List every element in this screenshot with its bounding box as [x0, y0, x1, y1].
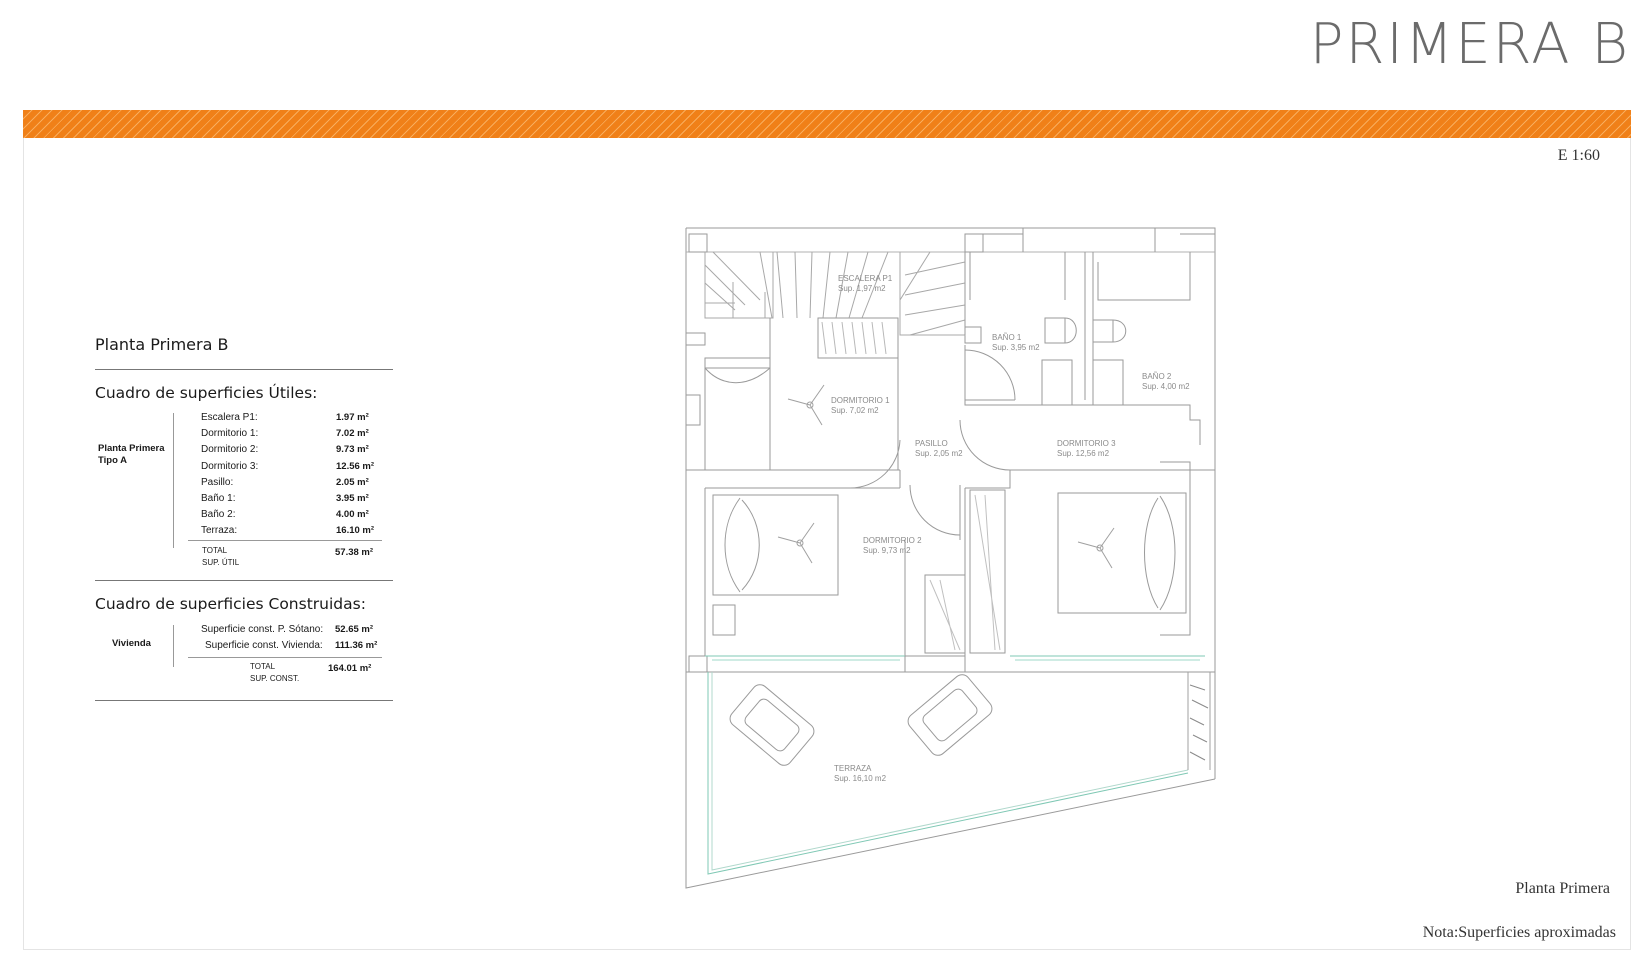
utiles-row-label: Baño 2: — [201, 509, 236, 521]
panel-title: Planta Primera B — [95, 335, 229, 354]
utiles-row-value: 4.00 m² — [336, 509, 369, 521]
lounge-chair — [907, 674, 993, 756]
page-title: PRIMERA B — [1309, 12, 1630, 77]
column — [688, 233, 708, 253]
utiles-row-value: 2.05 m² — [336, 476, 369, 488]
column — [964, 326, 982, 344]
ceiling-fan — [787, 384, 825, 426]
utiles-row-label: Dormitorio 1: — [201, 428, 259, 440]
room-area-label: Sup. 9,73 m2 — [863, 546, 911, 555]
ceiling-fan — [777, 522, 815, 564]
toilet — [1092, 319, 1114, 343]
room-name-label: DORMITORIO 1 — [831, 396, 890, 405]
utiles-total-label: TOTAL SUP. ÚTIL — [202, 546, 240, 567]
utiles-row-value: 12.56 m² — [336, 460, 375, 472]
planter — [1187, 672, 1211, 770]
construidas-row-label: Superficie const. P. Sótano: — [201, 624, 324, 635]
room-area-label: Sup. 12,56 m2 — [1057, 449, 1110, 458]
outer-wall — [685, 227, 1216, 889]
utiles-row-label: Pasillo: — [201, 476, 234, 488]
utiles-group-label: Planta Primera Tipo A — [98, 443, 165, 466]
utiles-row-value: 3.95 m² — [336, 493, 369, 504]
wardrobe — [817, 317, 899, 359]
scale-label: E 1:60 — [1557, 147, 1600, 164]
wardrobe — [969, 489, 1006, 654]
room-area-label: Sup. 4,00 m2 — [1142, 382, 1190, 391]
orange-header-band — [23, 110, 1631, 138]
utiles-row-value: 16.10 m² — [336, 525, 375, 537]
terrace-railing — [707, 672, 1189, 875]
utiles-heading: Cuadro de superficies Útiles: — [95, 384, 318, 402]
utiles-row-label: Dormitorio 2: — [201, 444, 259, 456]
door-swing — [909, 484, 961, 536]
construidas-row-label: Superficie const. Vivienda: — [205, 640, 323, 651]
ceiling-fan — [1077, 527, 1115, 569]
utiles-row-value: 1.97 m² — [336, 412, 369, 423]
door-swing — [849, 439, 901, 489]
room-name-label: DORMITORIO 2 — [863, 536, 922, 545]
construidas-row-value: 111.36 m² — [335, 640, 378, 651]
washbasin — [1092, 359, 1124, 406]
room-name-label: BAÑO 1 — [992, 333, 1022, 342]
door-swing — [959, 419, 1011, 471]
group-vertical-rule — [173, 625, 174, 667]
total-rule — [188, 540, 382, 541]
divider — [95, 580, 393, 581]
construidas-row-value: 52.65 m² — [335, 624, 374, 635]
room-name-label: BAÑO 2 — [1142, 372, 1172, 381]
staircase — [704, 251, 966, 336]
group-vertical-rule — [173, 413, 174, 548]
utiles-row-label: Baño 1: — [201, 493, 236, 504]
room-area-label: Sup. 7,02 m2 — [831, 406, 879, 415]
plan-caption: Planta Primera — [1515, 880, 1610, 897]
washbasin — [1041, 359, 1073, 406]
toilet — [1044, 317, 1066, 344]
construidas-total-value: 164.01 m² — [328, 663, 372, 674]
construidas-group-label: Vivienda — [112, 638, 151, 649]
utiles-row-label: Terraza: — [201, 525, 238, 537]
room-area-label: Sup. 2,05 m2 — [915, 449, 963, 458]
wardrobe — [924, 574, 966, 654]
door-swing — [964, 349, 1016, 401]
utiles-row-value: 9.73 m² — [336, 444, 369, 456]
column — [964, 233, 984, 253]
divider — [95, 369, 393, 370]
room-area-label: Sup. 16,10 m2 — [834, 774, 887, 783]
construidas-heading: Cuadro de superficies Construidas: — [95, 595, 366, 613]
column — [688, 655, 708, 673]
note: Nota:Superficies aproximadas — [1422, 924, 1616, 941]
room-area-label: Sup. 1,97 m2 — [838, 284, 886, 293]
bed — [1057, 492, 1187, 614]
room-name-label: ESCALERA P1 — [838, 274, 893, 283]
top-structure — [983, 228, 1215, 252]
sheet-frame — [23, 138, 1631, 950]
construidas-total-label: TOTAL SUP. CONST. — [250, 662, 300, 683]
total-rule — [188, 657, 382, 658]
room-name-label: DORMITORIO 3 — [1057, 439, 1116, 448]
utiles-row-label: Escalera P1: — [201, 412, 258, 423]
room-name-label: TERRAZA — [834, 764, 872, 773]
utiles-total-value: 57.38 m² — [335, 547, 374, 558]
lounge-chair — [729, 684, 815, 766]
room-area-label: Sup. 3,95 m2 — [992, 343, 1040, 352]
divider — [95, 700, 393, 701]
utiles-row-label: Dormitorio 3: — [201, 460, 259, 472]
room-name-label: PASILLO — [915, 439, 948, 448]
utiles-row-value: 7.02 m² — [336, 428, 369, 440]
bed — [712, 494, 839, 596]
